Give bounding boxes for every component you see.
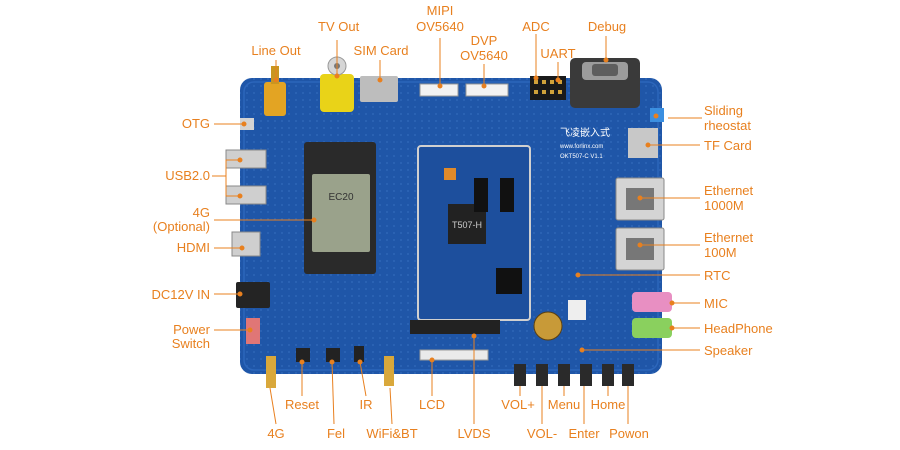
lte-module: EC20	[304, 142, 376, 274]
label-tv-out: TV Out	[318, 19, 360, 34]
label-ir: IR	[359, 397, 373, 412]
label-sliding: Sliding	[704, 103, 744, 118]
headphone-jack	[632, 318, 672, 338]
label-vol-minus: VOL-	[526, 426, 558, 441]
label-tf-card: TF Card	[704, 138, 752, 153]
label-lcd: LCD	[418, 397, 445, 412]
label-switch: Switch	[171, 336, 210, 351]
label-powon: Powon	[609, 426, 649, 441]
lvds-connector	[419, 349, 489, 361]
otg-port	[240, 118, 254, 130]
label-rtc: RTC	[704, 268, 731, 283]
label-lvds: LVDS	[457, 426, 491, 441]
label-hdmi: HDMI	[176, 240, 210, 255]
som-module: T507-H	[417, 145, 531, 321]
label-uart: UART	[540, 46, 576, 61]
label-mic: MIC	[704, 296, 728, 311]
label-menu: Menu	[547, 397, 581, 412]
debug-db9	[570, 58, 640, 108]
rtc-battery	[533, 311, 563, 341]
lte-module-label: EC20	[328, 192, 353, 203]
label-dc-in: DC12V IN	[151, 287, 210, 302]
model-text: OKT507-C V1.1	[560, 154, 603, 160]
label-ethernet-100m-speed: 100M	[704, 245, 737, 260]
power-switch	[246, 318, 260, 344]
label-headphone: HeadPhone	[704, 321, 773, 336]
wifi-antenna	[384, 356, 394, 386]
dvp-connector	[465, 83, 509, 97]
label-4g-optional: 4G	[192, 205, 210, 220]
label-ethernet-1000m: Ethernet	[704, 183, 754, 198]
label-enter: Enter	[568, 426, 600, 441]
fel-button-part	[326, 348, 340, 362]
speaker-connector	[568, 300, 586, 320]
label-mipi-camera: OV5640	[416, 19, 464, 34]
label-debug: Debug	[587, 19, 627, 34]
label-ethernet-1000m-speed: 1000M	[704, 198, 744, 213]
label-mipi: MIPI	[426, 3, 454, 18]
website-text: www.forlinx.com	[559, 144, 603, 150]
label-ethernet-100m: Ethernet	[704, 230, 754, 245]
label-sim-card: SIM Card	[353, 43, 409, 58]
usb-port-2	[225, 185, 267, 205]
label-dvp-camera: OV5640	[460, 48, 508, 63]
label-4g-antenna: 4G	[267, 426, 285, 441]
leader-lines	[212, 34, 702, 425]
label-rheostat: rheostat	[704, 118, 751, 133]
dc-jack	[236, 282, 270, 308]
label-dvp: DVP	[470, 33, 498, 48]
sim-slot	[360, 76, 398, 102]
som-chip-label: T507-H	[452, 220, 482, 230]
label-wifi-bt: WiFi&BT	[366, 426, 418, 441]
label-home: Home	[590, 397, 626, 412]
ir-receiver	[354, 346, 364, 362]
label-otg: OTG	[181, 116, 210, 131]
mic-jack	[632, 292, 672, 312]
label-adc: ADC	[522, 19, 550, 34]
usb-port-1	[225, 149, 267, 169]
tf-card-slot	[628, 128, 658, 158]
reset-button-part	[296, 348, 310, 362]
line-out-jack	[264, 66, 286, 116]
label-vol-plus: VOL+	[501, 397, 535, 412]
label-line-out: Line Out	[251, 43, 301, 58]
brand-text: 飞凌嵌入式	[560, 126, 610, 139]
keypad-buttons	[514, 364, 634, 386]
label-usb: USB2.0	[165, 168, 210, 183]
lcd-header	[410, 320, 500, 334]
label-4g-optional-note: (Optional)	[152, 219, 210, 234]
label-reset: Reset	[285, 397, 319, 412]
label-power: Power	[173, 322, 210, 337]
lte-antenna	[266, 356, 276, 388]
hdmi-port	[231, 231, 261, 257]
label-speaker: Speaker	[704, 343, 753, 358]
label-fel: Fel	[326, 426, 346, 441]
